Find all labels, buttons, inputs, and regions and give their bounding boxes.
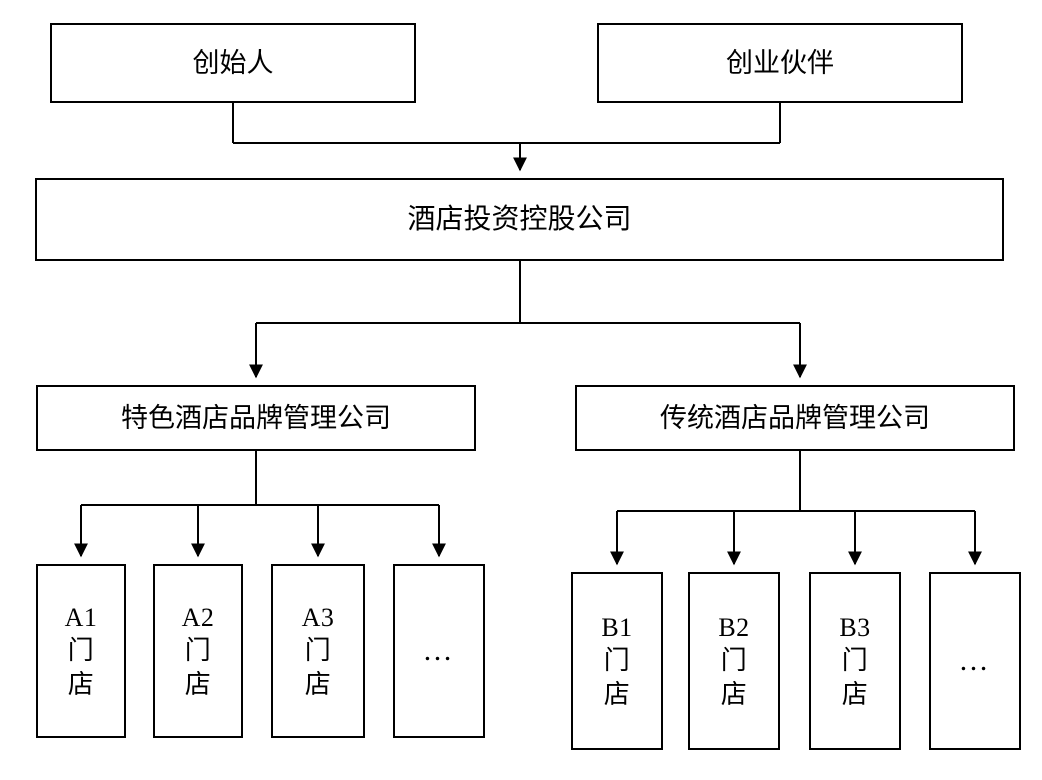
node-store-a3[interactable]: A3 门 店: [271, 564, 365, 738]
connector-boutique-to-stores: [74, 451, 446, 558]
node-store-b2[interactable]: B2 门 店: [688, 572, 780, 750]
node-brand-traditional-label: 传统酒店品牌管理公司: [660, 402, 930, 433]
node-store-a1-label: A1 门 店: [64, 603, 98, 699]
node-store-a1[interactable]: A1 门 店: [36, 564, 126, 738]
node-store-a-more[interactable]: …: [393, 564, 485, 738]
node-store-b1[interactable]: B1 门 店: [571, 572, 663, 750]
node-store-a2[interactable]: A2 门 店: [153, 564, 243, 738]
node-brand-boutique-label: 特色酒店品牌管理公司: [121, 402, 391, 433]
node-store-b1-label: B1 门 店: [601, 613, 633, 709]
node-store-b2-label: B2 门 店: [718, 613, 750, 709]
connector-holding-to-brands: [249, 261, 807, 379]
node-store-b3-label: B3 门 店: [839, 613, 871, 709]
node-store-a-more-label: …: [422, 634, 456, 667]
node-partner[interactable]: 创业伙伴: [597, 23, 963, 103]
node-brand-traditional[interactable]: 传统酒店品牌管理公司: [575, 385, 1015, 451]
node-holding-company-label: 酒店投资控股公司: [407, 203, 632, 235]
node-store-a3-label: A3 门 店: [301, 603, 335, 699]
connector-traditional-to-stores: [610, 451, 982, 566]
node-store-a2-label: A2 门 店: [181, 603, 215, 699]
node-holding-company[interactable]: 酒店投资控股公司: [35, 178, 1004, 261]
node-founder-label: 创始人: [192, 47, 274, 78]
node-store-b3[interactable]: B3 门 店: [809, 572, 901, 750]
node-store-b-more[interactable]: …: [929, 572, 1021, 750]
node-partner-label: 创业伙伴: [726, 47, 834, 78]
node-brand-boutique[interactable]: 特色酒店品牌管理公司: [36, 385, 476, 451]
node-store-b-more-label: …: [958, 644, 992, 677]
connector-owners-to-holding: [232, 103, 781, 172]
node-founder[interactable]: 创始人: [50, 23, 416, 103]
